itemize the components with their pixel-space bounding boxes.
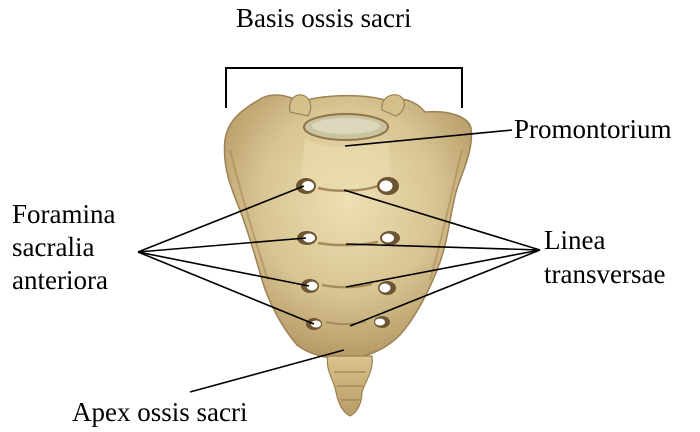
label-linea-line-2: transversae (544, 258, 665, 290)
label-apex-ossis-sacri: Apex ossis sacri (72, 396, 247, 428)
label-promontorium: Promontorium (514, 113, 672, 145)
label-foramina-line-2: sacralia (12, 231, 94, 263)
label-basis-ossis-sacri: Basis ossis sacri (236, 2, 412, 34)
label-linea-line-1: Linea (544, 224, 605, 256)
label-foramina-line-3: anteriora (12, 264, 108, 296)
superior-articular-process-left (290, 95, 311, 116)
label-foramina-line-1: Foramina (12, 198, 115, 230)
